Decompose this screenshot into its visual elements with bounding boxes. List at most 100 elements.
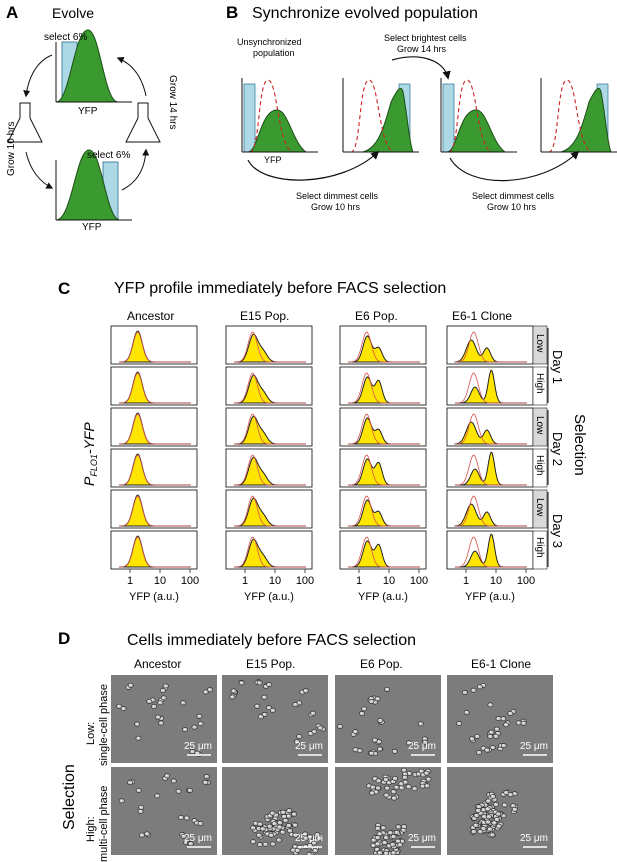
d-col-0: Ancestor (134, 657, 181, 671)
d-micrograph: 25 μm (222, 767, 328, 855)
c-histogram-cell (225, 489, 313, 529)
c-xlabel: YFP (a.u.) (358, 591, 408, 603)
d-micrograph: 25 μm (335, 675, 441, 763)
b-histogram-0 (241, 78, 318, 153)
c-tick-label: 10 (269, 575, 281, 587)
c-histogram-cell (225, 530, 313, 570)
c-tick-label: 100 (410, 575, 428, 587)
d-micrograph: 25 μm (335, 767, 441, 855)
c-row-tag: Low (534, 498, 545, 517)
panel-a: A Evolve select 6% YFP Grow 10 hrs Grow … (6, 3, 178, 233)
panel-b-title: Synchronize evolved population (252, 5, 478, 22)
c-tick-label: 1 (356, 575, 362, 587)
c-col-3: E6-1 Clone (452, 309, 512, 323)
top-histogram: select 6% YFP (44, 29, 132, 117)
d-scale-label: 25 μm (408, 833, 436, 844)
c-histogram-cell (225, 448, 313, 488)
select-top-label: select 6% (44, 32, 87, 43)
c-row-tag: High (534, 455, 545, 476)
panel-d-title: Cells immediately before FACS selection (127, 632, 416, 649)
dim2-line1: Select dimmest cells (472, 191, 555, 201)
panel-a-title: Evolve (52, 5, 94, 21)
d-scale-label: 25 μm (520, 741, 548, 752)
unsync-line2: population (253, 48, 295, 58)
yfp-bottom-label: YFP (82, 222, 102, 233)
grow-left-label: Grow 10 hrs (6, 122, 17, 176)
c-xlabel: YFP (a.u.) (465, 591, 515, 603)
c-histogram-cell (225, 366, 313, 406)
c-histogram-cell: High (446, 530, 548, 570)
c-histogram-cell (225, 325, 313, 365)
b-histogram-2 (440, 78, 517, 153)
c-histogram-cell (110, 489, 198, 529)
arrow-a3 (121, 148, 150, 191)
d-micrograph: 25 μm (447, 767, 553, 855)
c-tick-label: 10 (490, 575, 502, 587)
c-tick-label: 100 (517, 575, 535, 587)
c-tick-label: 1 (242, 575, 248, 587)
yfp-top-label: YFP (78, 106, 98, 117)
c-selection-label: Selection (571, 414, 588, 476)
panel-d: D Cells immediately before FACS selectio… (58, 629, 553, 862)
c-xlabel: YFP (a.u.) (129, 591, 179, 603)
d-selection-label: Selection (61, 764, 78, 830)
c-histogram-cell (110, 325, 198, 365)
panel-c: C YFP profile immediately before FACS se… (58, 279, 588, 603)
c-histogram-cell (110, 366, 198, 406)
c-tick-label: 1 (463, 575, 469, 587)
c-tick-label: 10 (154, 575, 166, 587)
d-micrograph: 25 μm (111, 675, 217, 763)
c-histogram-cell: High (446, 448, 548, 488)
c-histogram-cell (339, 325, 427, 365)
c-tick-label: 100 (296, 575, 314, 587)
arrow-bright (391, 56, 451, 80)
d-col-1: E15 Pop. (246, 657, 295, 671)
d-scale-label: 25 μm (408, 741, 436, 752)
d-micrograph: 25 μm (222, 675, 328, 763)
c-histogram-cell: Low (446, 407, 548, 447)
c-histogram-cell: Low (446, 489, 548, 529)
c-histogram-cell (110, 530, 198, 570)
c-histogram-cell (339, 489, 427, 529)
c-histogram-cell: High (446, 366, 548, 406)
select-bottom-label: select 6% (87, 150, 130, 161)
dim1-line2: Grow 10 hrs (311, 202, 361, 212)
unsync-line1: Unsynchronized (237, 37, 302, 47)
c-row-tag: High (534, 373, 545, 394)
grow-right-label: Grow 14 hrs (167, 75, 178, 129)
d-scale-label: 25 μm (520, 833, 548, 844)
panel-c-title: YFP profile immediately before FACS sele… (114, 280, 446, 297)
d-low-line1: Low: (85, 722, 97, 745)
c-day-label: Day 1 (550, 350, 565, 384)
c-day-label: Day 2 (550, 432, 565, 466)
b-histogram-1 (342, 78, 419, 153)
c-histogram-cell: Low (446, 325, 548, 365)
d-low-line2: single-cell phase (98, 684, 110, 766)
c-tick-label: 100 (181, 575, 199, 587)
c-histogram-cell (110, 448, 198, 488)
c-row-tag: Low (534, 334, 545, 353)
d-high-line2: multi-cell phase (98, 786, 110, 862)
c-histogram-cell (339, 530, 427, 570)
bright-line1: Select brightest cells (384, 33, 467, 43)
c-histogram-cell (339, 366, 427, 406)
panel-b: B Synchronize evolved population Unsynch… (226, 3, 617, 212)
panel-d-letter: D (58, 629, 70, 648)
d-scale-label: 25 μm (295, 741, 323, 752)
d-micrograph: 25 μm (447, 675, 553, 763)
c-col-0: Ancestor (127, 309, 174, 323)
d-col-2: E6 Pop. (360, 657, 403, 671)
flask-left-icon (7, 102, 43, 143)
c-histogram-cell (225, 407, 313, 447)
arrow-a1 (23, 54, 53, 98)
c-col-2: E6 Pop. (355, 309, 398, 323)
c-col-1: E15 Pop. (240, 309, 289, 323)
d-scale-label: 25 μm (295, 833, 323, 844)
c-xlabel: YFP (a.u.) (244, 591, 294, 603)
yfp-b-label: YFP (264, 155, 282, 165)
bottom-histogram: select 6% YFP (55, 149, 132, 233)
